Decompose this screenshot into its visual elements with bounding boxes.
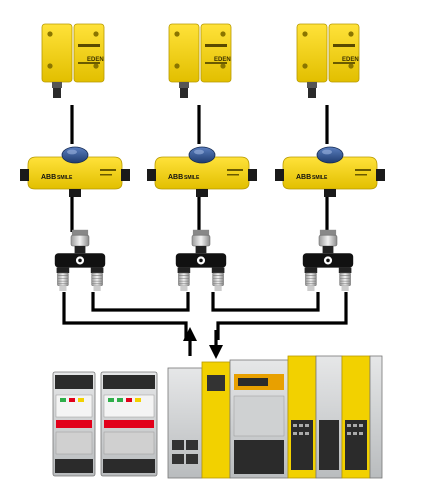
y-splitter-icon (54, 229, 106, 292)
arrow-down-icon (209, 330, 223, 359)
sensor-icon: EDEN (296, 23, 360, 99)
y-splitter-icon (175, 229, 227, 292)
safety-relay-icon (52, 371, 96, 477)
sensor-brand-label: EDEN (214, 57, 231, 63)
sensor-icon: EDEN (168, 23, 232, 99)
smile-node-icon: ABB SMILE (275, 146, 385, 198)
smile-node-icon: ABB SMILE (147, 146, 257, 198)
vertical-cables (70, 105, 329, 232)
node-model-label: SMILE (312, 175, 328, 181)
plc-icon (167, 355, 383, 479)
arrow-up-icon (183, 327, 197, 356)
node-brand-label: ABB (168, 174, 183, 181)
smile-node-icon: ABB SMILE (20, 146, 130, 198)
y-splitter-icon (302, 229, 354, 292)
node-model-label: SMILE (57, 175, 73, 181)
sensor-icon: EDEN (41, 23, 105, 99)
safety-relay-icon (100, 371, 158, 477)
sensor-brand-label: EDEN (87, 57, 104, 63)
node-brand-label: ABB (296, 174, 311, 181)
sensor-brand-label: EDEN (342, 57, 359, 63)
node-brand-label: ABB (41, 174, 56, 181)
node-model-label: SMILE (184, 175, 200, 181)
bus-wiring (62, 292, 348, 340)
